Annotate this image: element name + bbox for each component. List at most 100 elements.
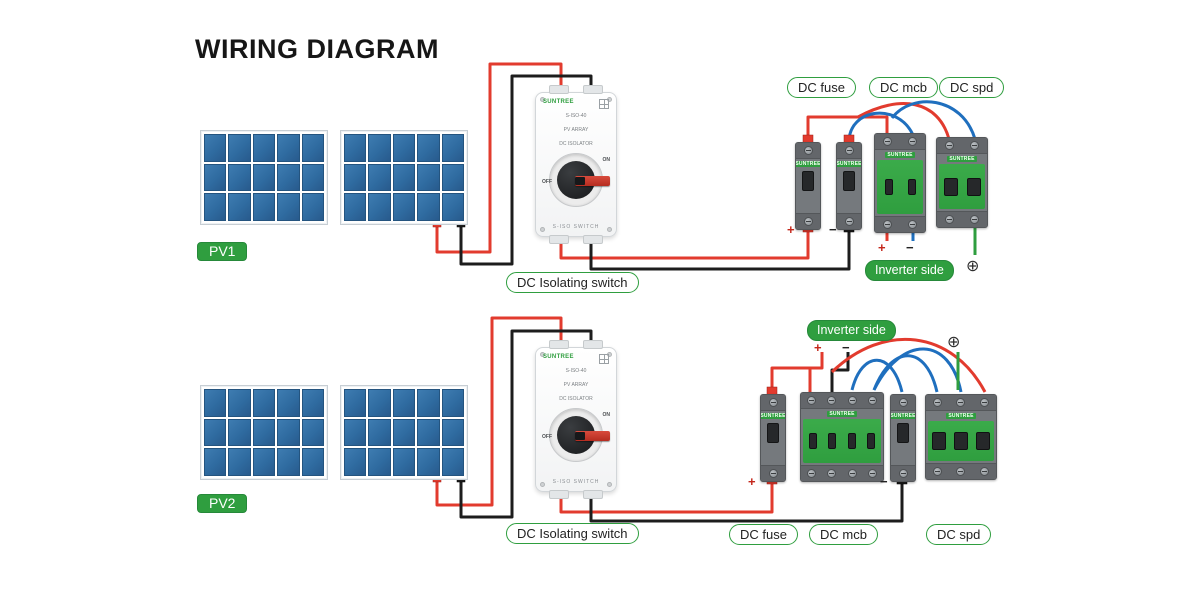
solar-panel (340, 385, 468, 480)
terminal (926, 463, 996, 479)
dc-mcb-label: DC mcb (869, 77, 938, 98)
screw-icon (908, 137, 917, 146)
screw-icon (827, 469, 837, 478)
terminal (796, 213, 820, 229)
grid-icon (599, 99, 609, 109)
isolating-switch-label: DC Isolating switch (506, 523, 639, 544)
screw-icon (883, 220, 892, 229)
solar-cell (344, 193, 367, 221)
screw-icon (607, 227, 612, 232)
wire-pv1-isolator-to-fuse2 (589, 230, 851, 271)
screw-icon (956, 398, 966, 407)
dc-fuse-device: SUNTREE (795, 142, 821, 230)
solar-cell (301, 389, 324, 417)
dc-spd-label: DC spd (939, 77, 1005, 98)
dc-mcb-device: SUNTREE (874, 133, 926, 233)
screw-icon (898, 398, 908, 407)
solar-cell (228, 389, 251, 417)
device-body: SUNTREE (875, 150, 925, 216)
off-label: OFF (542, 179, 552, 185)
screw-icon (847, 469, 857, 478)
terminal-tab (549, 85, 569, 94)
screw-icon (970, 215, 979, 224)
solar-cell (417, 163, 440, 192)
solar-cell (277, 163, 300, 192)
solar-cell (417, 448, 440, 476)
fuse-window (843, 171, 855, 191)
rotary-knob[interactable] (549, 153, 610, 207)
fuse-window (767, 423, 779, 443)
brand-label: SUNTREE (543, 354, 574, 360)
breaker-toggle[interactable] (907, 179, 916, 195)
solar-cell (204, 193, 227, 221)
screw-icon (827, 396, 837, 405)
polarity-minus: − (906, 240, 914, 255)
solar-cell (417, 134, 440, 162)
terminal-tab (583, 235, 603, 244)
spd-module (932, 432, 946, 450)
solar-cell (301, 448, 324, 476)
spd-module (976, 432, 990, 450)
solar-cell (392, 418, 416, 447)
breaker-toggle[interactable] (867, 433, 876, 449)
device-body: SUNTREE (926, 411, 996, 463)
solar-panel-grid (344, 389, 464, 476)
screw-icon (803, 146, 813, 155)
terminal (891, 395, 915, 411)
knob-handle[interactable] (575, 431, 610, 441)
earth-symbol: ⊕ (947, 334, 961, 351)
brand-label: SUNTREE (543, 99, 574, 105)
wire-pv2-mcb-to-fuse2 (850, 358, 904, 393)
screw-icon (908, 220, 917, 229)
isolating-switch-label: DC Isolating switch (506, 272, 639, 293)
device-body: SUNTREE (761, 411, 785, 465)
terminal-tab (583, 85, 603, 94)
terminal-tab (549, 340, 569, 349)
solar-cell (252, 418, 276, 447)
inverter-side-label: Inverter side (807, 320, 896, 341)
solar-cell (392, 448, 416, 476)
polarity-plus: + (814, 340, 822, 355)
breaker-toggle[interactable] (884, 179, 893, 195)
screw-icon (945, 215, 954, 224)
solar-panel (340, 130, 468, 225)
dc-spd-device: SUNTREE (936, 137, 988, 228)
dc-spd-label: DC spd (926, 524, 992, 545)
spd-face (928, 421, 994, 461)
solar-panel (200, 130, 328, 225)
knob-handle[interactable] (575, 176, 610, 186)
solar-cell (392, 134, 416, 162)
solar-cell (368, 448, 391, 476)
breaker-toggle[interactable] (847, 433, 856, 449)
brand-label: SUNTREE (836, 161, 862, 167)
on-label: ON (602, 157, 611, 163)
spd-module (966, 177, 981, 196)
screw-icon (970, 141, 979, 150)
solar-cell (417, 193, 440, 221)
brand-label: SUNTREE (760, 413, 786, 419)
terminal (837, 213, 861, 229)
breaker-toggle[interactable] (808, 433, 817, 449)
device-body: SUNTREE (801, 409, 883, 465)
screw-icon (540, 97, 545, 102)
solar-cell (392, 193, 416, 221)
brand-label: SUNTREE (795, 161, 821, 167)
solar-cell (344, 134, 367, 162)
rotary-knob[interactable] (549, 408, 610, 462)
terminal (801, 393, 883, 409)
fuse-window (897, 423, 909, 443)
dc-mcb-device: SUNTREE (800, 392, 884, 482)
screw-icon (540, 352, 545, 357)
terminal (837, 143, 861, 159)
model-line: PV ARRAY (563, 127, 589, 133)
solar-cell (441, 389, 464, 417)
solar-cell (277, 448, 300, 476)
breaker-toggle[interactable] (828, 433, 837, 449)
brand-label: SUNTREE (946, 413, 976, 419)
solar-cell (252, 193, 276, 221)
solar-cell (228, 163, 251, 192)
dc-fuse-device: SUNTREE (836, 142, 862, 230)
screw-icon (933, 398, 943, 407)
solar-cell (417, 389, 440, 417)
